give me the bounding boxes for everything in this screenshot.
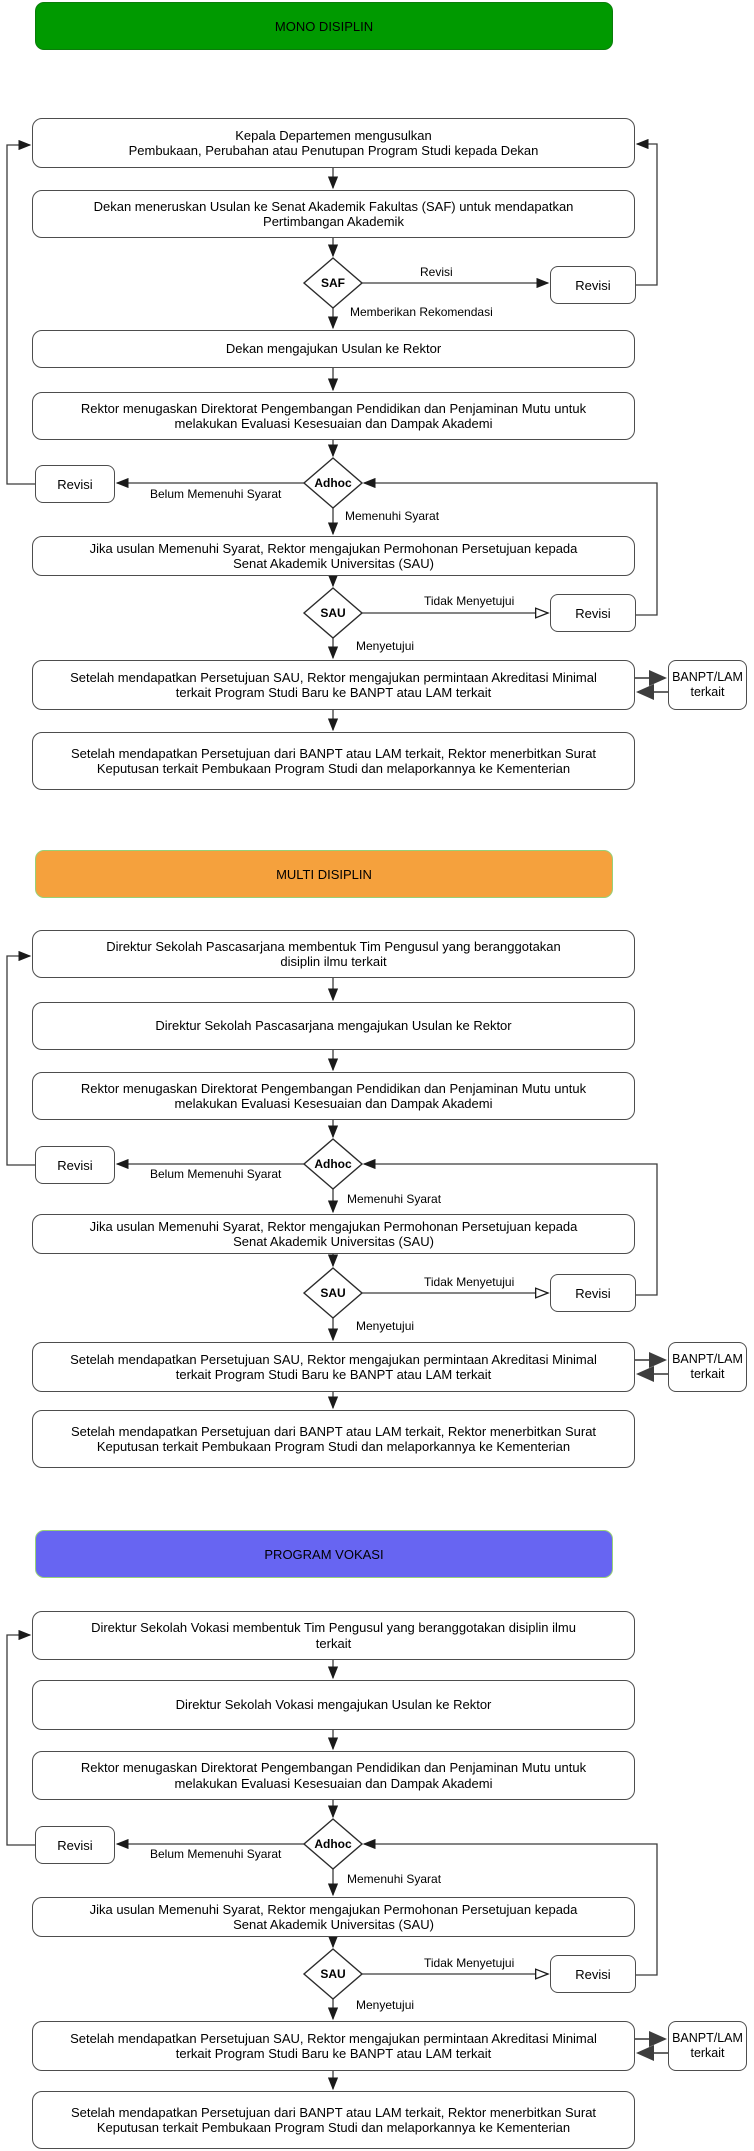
sau-diamond-label-multi: SAU — [320, 1286, 346, 1300]
banpt-lam-box-vokasi: BANPT/LAM terkait — [668, 2021, 747, 2071]
edge-label-memenuhi-vokasi: Memenuhi Syarat — [347, 1872, 442, 1886]
adhoc-diamond-multi — [302, 1138, 364, 1190]
step-submit-rector-multi: Direktur Sekolah Pascasarjana mengajukan… — [32, 1002, 635, 1050]
edge-label-menyetujui-multi: Menyetujui — [356, 1319, 415, 1333]
sau-diamond-vokasi — [302, 1948, 364, 2000]
saf-diamond-label: SAF — [321, 276, 345, 290]
step-rector-assign-mono: Rektor menugaskan Direktorat Pengembanga… — [32, 392, 635, 440]
edge-label-tidak-menyetujui-multi: Tidak Menyetujui — [424, 1275, 515, 1289]
revisi-box-adhoc-multi: Revisi — [35, 1146, 115, 1184]
sau-diamond-label-vokasi: SAU — [320, 1967, 346, 1981]
arrows-mono — [6, 138, 668, 732]
banpt-lam-box-multi: BANPT/LAM terkait — [668, 1342, 747, 1392]
step-request-sau-mono: Jika usulan Memenuhi Syarat, Rektor meng… — [32, 536, 635, 576]
edge-label-revisi: Revisi — [420, 265, 453, 279]
section-header-mono: MONO DISIPLIN — [35, 2, 613, 50]
step-accreditation-mono: Setelah mendapatkan Persetujuan SAU, Rek… — [32, 660, 635, 710]
edge-label-memenuhi-mono: Memenuhi Syarat — [345, 509, 440, 523]
step-decree-mono: Setelah mendapatkan Persetujuan dari BAN… — [32, 732, 635, 790]
step-rector-assign-vokasi: Rektor menugaskan Direktorat Pengembanga… — [32, 1751, 635, 1800]
section-header-multi: MULTI DISIPLIN — [35, 850, 613, 898]
step-dean-to-rector: Dekan mengajukan Usulan ke Rektor — [32, 330, 635, 368]
arrows-multi — [6, 950, 668, 1410]
revisi-box-adhoc-mono: Revisi — [35, 465, 115, 503]
step-decree-vokasi: Setelah mendapatkan Persetujuan dari BAN… — [32, 2091, 635, 2149]
edge-label-menyetujui-mono: Menyetujui — [356, 639, 415, 653]
step-submit-rector-vokasi: Direktur Sekolah Vokasi mengajukan Usula… — [32, 1680, 635, 1730]
revisi-box-sau-multi: Revisi — [550, 1274, 636, 1312]
revisi-box-sau-vokasi: Revisi — [550, 1955, 636, 1993]
revisi-box-saf: Revisi — [550, 266, 636, 304]
step-accreditation-vokasi: Setelah mendapatkan Persetujuan SAU, Rek… — [32, 2021, 635, 2071]
edge-label-belum-memenuhi-multi: Belum Memenuhi Syarat — [150, 1167, 282, 1181]
sau-diamond-label-mono: SAU — [320, 606, 346, 620]
sau-diamond-multi — [302, 1267, 364, 1319]
adhoc-diamond-label-mono: Adhoc — [314, 476, 352, 490]
edge-label-menyetujui-vokasi: Menyetujui — [356, 1998, 415, 2012]
step-propose-program: Kepala Departemen mengusulkan Pembukaan,… — [32, 118, 635, 168]
step-request-sau-multi: Jika usulan Memenuhi Syarat, Rektor meng… — [32, 1214, 635, 1254]
edge-label-memenuhi-multi: Memenuhi Syarat — [347, 1192, 442, 1206]
adhoc-diamond-label-multi: Adhoc — [314, 1157, 352, 1171]
step-decree-multi: Setelah mendapatkan Persetujuan dari BAN… — [32, 1410, 635, 1468]
step-request-sau-vokasi: Jika usulan Memenuhi Syarat, Rektor meng… — [32, 1897, 635, 1937]
arrows-vokasi — [6, 1629, 668, 2091]
step-form-team-vokasi: Direktur Sekolah Vokasi membentuk Tim Pe… — [32, 1611, 635, 1660]
adhoc-diamond-vokasi — [302, 1818, 364, 1870]
edge-label-memberikan-rekomendasi: Memberikan Rekomendasi — [350, 305, 493, 319]
edge-label-belum-memenuhi-mono: Belum Memenuhi Syarat — [150, 487, 282, 501]
adhoc-diamond-label-vokasi: Adhoc — [314, 1837, 352, 1851]
adhoc-diamond-mono — [302, 457, 364, 509]
edge-label-tidak-menyetujui-mono: Tidak Menyetujui — [424, 594, 515, 608]
step-rector-assign-multi: Rektor menugaskan Direktorat Pengembanga… — [32, 1072, 635, 1120]
step-form-team-multi: Direktur Sekolah Pascasarjana membentuk … — [32, 930, 635, 978]
edge-label-belum-memenuhi-vokasi: Belum Memenuhi Syarat — [150, 1847, 282, 1861]
banpt-lam-box-mono: BANPT/LAM terkait — [668, 660, 747, 710]
sau-diamond-mono — [302, 587, 364, 639]
edge-label-tidak-menyetujui-vokasi: Tidak Menyetujui — [424, 1956, 515, 1970]
section-header-vokasi: PROGRAM VOKASI — [35, 1530, 613, 1578]
step-forward-to-saf: Dekan meneruskan Usulan ke Senat Akademi… — [32, 190, 635, 238]
saf-diamond — [302, 257, 364, 309]
revisi-box-sau-mono: Revisi — [550, 594, 636, 632]
step-accreditation-multi: Setelah mendapatkan Persetujuan SAU, Rek… — [32, 1342, 635, 1392]
revisi-box-adhoc-vokasi: Revisi — [35, 1826, 115, 1864]
decision-diamonds — [302, 257, 364, 2000]
